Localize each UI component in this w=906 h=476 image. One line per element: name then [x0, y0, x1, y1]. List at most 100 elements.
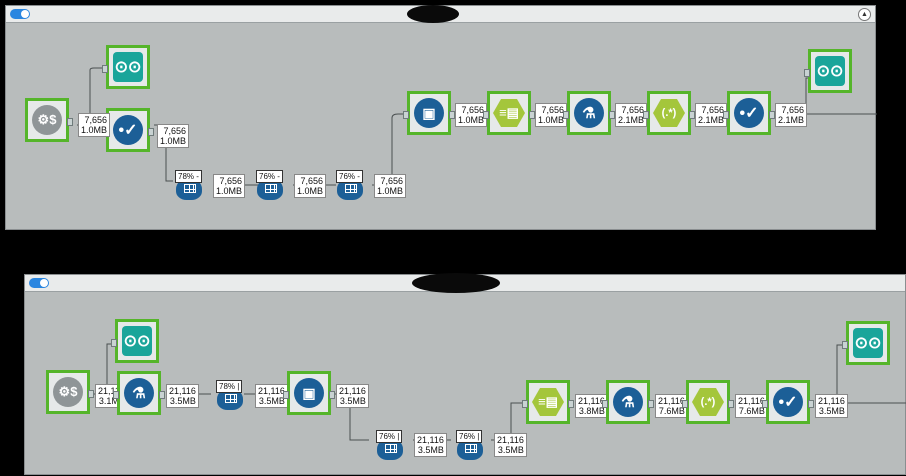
checkmark-select-icon: •✓: [113, 115, 143, 145]
input-anchor[interactable]: [723, 111, 729, 119]
output-anchor[interactable]: [88, 390, 94, 398]
sample-percent-label: 78% -: [175, 170, 202, 183]
flask-icon: ⚗: [613, 387, 643, 417]
binoculars-icon: ⊙⊙: [815, 56, 845, 86]
binoculars-icon: ⊙⊙: [122, 326, 152, 356]
input-anchor[interactable]: [563, 111, 569, 119]
sample-percent-label: 78% |: [216, 380, 243, 393]
binoculars-icon: ⊙⊙: [853, 328, 883, 358]
output-anchor[interactable]: [609, 111, 615, 119]
flask-icon: ⚗: [574, 98, 604, 128]
input-anchor[interactable]: [522, 400, 528, 408]
output-anchor[interactable]: [449, 111, 455, 119]
sample-tool[interactable]: 78% |: [213, 380, 249, 410]
input-gears-icon: ⚙$: [53, 377, 83, 407]
input-anchor[interactable]: [762, 400, 768, 408]
sample-percent-label: 76% |: [456, 430, 483, 443]
sample-tool[interactable]: 76% |: [453, 430, 489, 460]
output-anchor[interactable]: [148, 128, 154, 136]
join-tool[interactable]: ▣: [403, 91, 455, 135]
input-anchor[interactable]: [403, 111, 409, 119]
output-anchor[interactable]: [329, 391, 335, 399]
input-anchor[interactable]: [842, 341, 848, 349]
columns-table-icon: ≡▤: [493, 99, 525, 127]
select-tool[interactable]: •✓: [723, 91, 775, 135]
input-data-tool[interactable]: ⚙$: [25, 98, 73, 142]
browse-tool[interactable]: ⊙⊙: [102, 45, 150, 89]
output-anchor[interactable]: [529, 111, 535, 119]
select-tool[interactable]: •✓: [102, 108, 154, 152]
browse-tool[interactable]: ⊙⊙: [111, 319, 159, 363]
sample-tool[interactable]: 76% |: [373, 430, 409, 460]
sample-tool[interactable]: 78% -: [172, 170, 208, 200]
regex-icon: (.*): [692, 388, 724, 416]
columns-table-icon: ≡▤: [532, 388, 564, 416]
input-anchor[interactable]: [682, 400, 688, 408]
sample-percent-label: 76% -: [256, 170, 283, 183]
sample-percent-label: 76% |: [376, 430, 403, 443]
flask-icon: ⚗: [124, 378, 154, 408]
regex-icon: (.*): [653, 99, 685, 127]
input-anchor[interactable]: [804, 69, 810, 77]
sample-tool[interactable]: 76% -: [333, 170, 369, 200]
join-tool[interactable]: ▣: [283, 371, 335, 415]
input-anchor[interactable]: [643, 111, 649, 119]
browse-tool[interactable]: ⊙⊙: [842, 321, 890, 365]
formula-tool[interactable]: ⚗: [563, 91, 615, 135]
redaction-mark: [412, 273, 500, 293]
container-enable-toggle[interactable]: [29, 278, 49, 288]
output-anchor[interactable]: [159, 391, 165, 399]
grid-icon: [465, 444, 477, 453]
collapse-icon[interactable]: ▲: [858, 8, 871, 21]
input-anchor[interactable]: [113, 391, 119, 399]
window-icon: ▣: [414, 98, 444, 128]
output-anchor[interactable]: [689, 111, 695, 119]
checkmark-select-icon: •✓: [734, 98, 764, 128]
redaction-mark: [407, 5, 459, 23]
formula-tool[interactable]: ⚗: [602, 380, 654, 424]
regex-tool[interactable]: (.*): [682, 380, 734, 424]
input-anchor[interactable]: [483, 111, 489, 119]
output-anchor[interactable]: [808, 400, 814, 408]
output-anchor[interactable]: [769, 111, 775, 119]
window-icon: ▣: [294, 378, 324, 408]
binoculars-icon: ⊙⊙: [113, 52, 143, 82]
browse-tool[interactable]: ⊙⊙: [804, 49, 852, 93]
input-anchor[interactable]: [102, 65, 108, 73]
sample-tool[interactable]: 76% -: [253, 170, 289, 200]
grid-icon: [265, 184, 277, 193]
input-anchor[interactable]: [111, 339, 117, 347]
select-tool[interactable]: •✓: [762, 380, 814, 424]
input-data-tool[interactable]: ⚙$: [46, 370, 94, 414]
output-anchor[interactable]: [568, 400, 574, 408]
grid-icon: [345, 184, 357, 193]
text-to-columns-tool[interactable]: ≡▤: [483, 91, 535, 135]
input-anchor[interactable]: [602, 400, 608, 408]
output-anchor[interactable]: [648, 400, 654, 408]
container-enable-toggle[interactable]: [10, 9, 30, 19]
text-to-columns-tool[interactable]: ≡▤: [522, 380, 574, 424]
formula-tool[interactable]: ⚗: [113, 371, 165, 415]
output-anchor[interactable]: [728, 400, 734, 408]
output-anchor[interactable]: [67, 118, 73, 126]
grid-icon: [225, 394, 237, 403]
grid-icon: [385, 444, 397, 453]
sample-percent-label: 76% -: [336, 170, 363, 183]
regex-tool[interactable]: (.*): [643, 91, 695, 135]
input-anchor[interactable]: [283, 391, 289, 399]
